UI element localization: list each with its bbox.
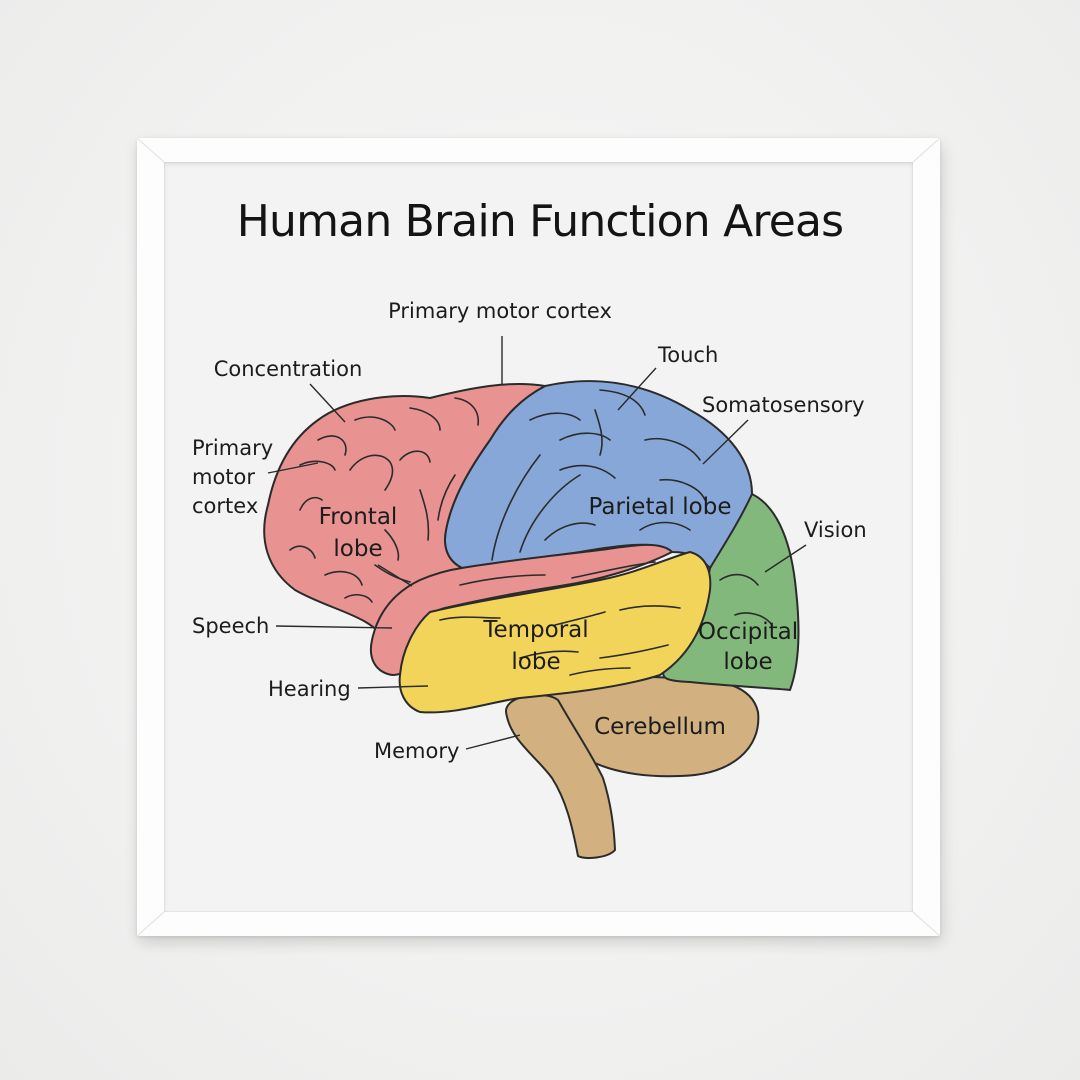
cerebellum-label: Cerebellum xyxy=(594,714,726,740)
concentration-label: Concentration xyxy=(214,357,363,381)
frontal-lobe-region xyxy=(263,382,546,641)
memory-label: Memory xyxy=(374,739,459,763)
primary-motor-left-label-line2: motor xyxy=(192,465,255,489)
leader-lines xyxy=(267,336,807,750)
frame-bevel xyxy=(137,138,940,936)
speech-label: Speech xyxy=(192,614,269,638)
primary-motor-left-label-line1: Primary xyxy=(192,436,273,460)
touch-label: Touch xyxy=(657,343,718,367)
hearing-label: Hearing xyxy=(268,677,351,701)
frontal-lobe-label-line2: lobe xyxy=(333,536,382,562)
somatosensory-label: Somatosensory xyxy=(702,393,865,417)
poster-title: Human Brain Function Areas xyxy=(236,196,844,247)
brainstem-region xyxy=(504,693,616,859)
occipital-lobe-label-line2: lobe xyxy=(723,649,772,675)
temporal-lobe-label-line1: Temporal xyxy=(482,617,588,643)
vision-label: Vision xyxy=(804,518,867,542)
brain-folds xyxy=(289,389,773,676)
occipital-lobe-label-line1: Occipital xyxy=(698,619,798,645)
primary-motor-left-label-line3: cortex xyxy=(192,494,258,518)
temporal-lobe-label-line2: lobe xyxy=(511,649,560,675)
parietal-lobe-label: Parietal lobe xyxy=(589,494,732,520)
temporal-lobe-region xyxy=(398,551,712,714)
frontal-lobe-label-line1: Frontal xyxy=(319,504,398,530)
primary-motor-cortex-top-label: Primary motor cortex xyxy=(388,299,612,323)
